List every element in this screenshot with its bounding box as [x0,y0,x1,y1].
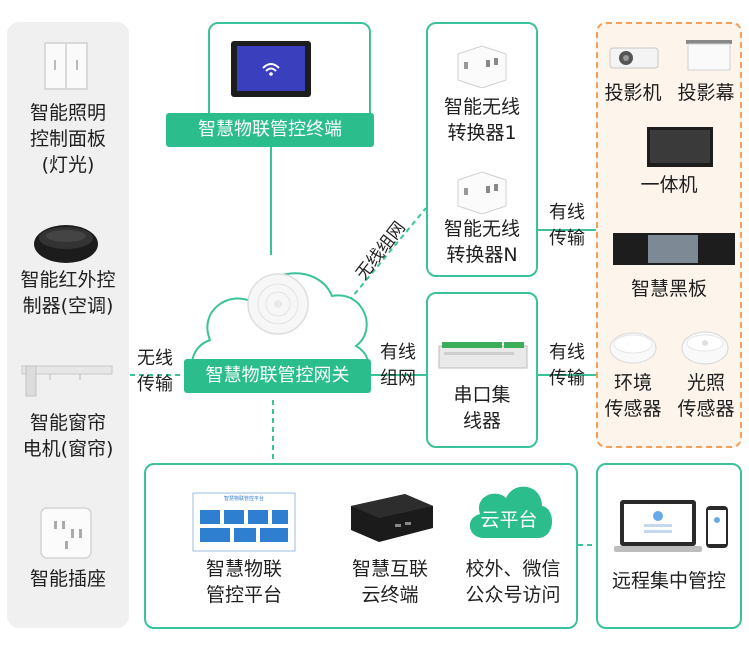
aio-label: 一体机 [640,174,698,196]
env-sensor-label: 环境 传感器 [604,372,662,420]
lighting-panel-label: 智能照明 控制面板 (灯光) [29,102,106,176]
wired-transfer-label-1: 有线 传输 [549,202,585,249]
platform-screen-title: 智慧物联管控平台 [223,496,264,502]
touch-panel-icon [231,41,311,97]
platform-label: 智慧物联 管控平台 [205,558,282,606]
serial-hub-label: 串口集 线器 [453,384,511,432]
wired-transfer-label-2: 有线 传输 [549,342,585,389]
curtain-motor-label: 智能窗帘 电机(窗帘) [22,412,114,460]
light-sensor-icon [681,331,729,365]
terminal-label: 智慧物联管控终端 [166,113,374,147]
gateway-label: 智慧物联管控网关 [184,359,371,393]
gateway-device-icon [247,273,309,335]
curtain-motor-icon [21,365,113,397]
ir-controller-icon [34,225,98,263]
wireless-transfer-label: 无线 传输 [137,348,173,395]
cloud-terminal-icon [351,494,433,542]
screen-label: 投影幕 [677,82,735,104]
converter-n-icon [457,171,507,214]
cloud-platform-icon [469,486,553,538]
light-switch-icon [44,42,88,90]
projector-icon [609,47,659,69]
laptop-phone-icon [614,500,728,552]
socket-icon [40,507,92,559]
all-in-one-icon [647,127,713,167]
cloud-terminal-label: 智慧互联 云终端 [351,558,428,606]
wired-mesh-label: 有线 组网 [380,342,416,389]
ir-controller-label: 智能红外控 制器(空调) [20,269,116,317]
converter-1-icon [457,45,507,88]
light-sensor-label: 光照 传感器 [677,372,735,420]
platform-screen-icon [192,492,296,552]
smart-blackboard-icon [613,233,735,265]
serial-hub-icon [438,342,528,369]
remote-label: 远程集中管控 [611,570,726,592]
socket-label: 智能插座 [29,568,106,590]
projector-label: 投影机 [604,82,662,104]
converter-1-label: 智能无线 转换器1 [443,96,520,144]
projection-screen-icon [686,40,732,71]
env-sensor-icon [609,332,657,364]
cloud-platform-label: 云平台 [480,509,538,531]
blackboard-label: 智慧黑板 [630,278,707,300]
serial-hub-box [426,292,538,448]
access-label: 校外、微信 公众号访问 [465,558,561,606]
converter-n-label: 智能无线 转换器N [443,218,520,266]
